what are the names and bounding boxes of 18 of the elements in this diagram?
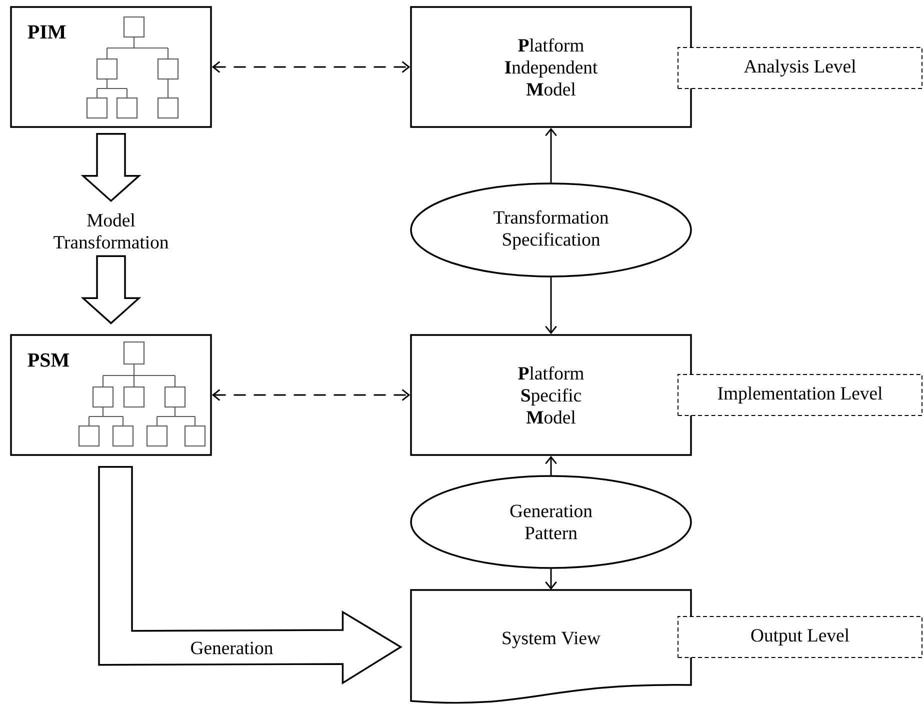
process-box: Platform Specific Model xyxy=(410,334,692,456)
step-label: Model Transformation xyxy=(54,213,168,249)
arrow xyxy=(212,61,410,73)
level-tag: Output Level xyxy=(678,616,922,658)
edge-label: Generation xyxy=(188,640,275,656)
model-box: PSM xyxy=(10,334,212,456)
arrow xyxy=(212,389,410,401)
arrow xyxy=(545,456,557,476)
level-tag: Implementation Level xyxy=(678,374,922,416)
block-arrow xyxy=(80,255,142,324)
arrow xyxy=(545,568,557,590)
block-arrow xyxy=(98,466,402,685)
model-box: PIM xyxy=(10,6,212,128)
arrow xyxy=(545,277,557,334)
process-box: Platform Independent Model xyxy=(410,6,692,128)
level-tag: Analysis Level xyxy=(678,47,922,89)
block-arrow xyxy=(80,133,142,202)
arrow xyxy=(545,128,557,183)
